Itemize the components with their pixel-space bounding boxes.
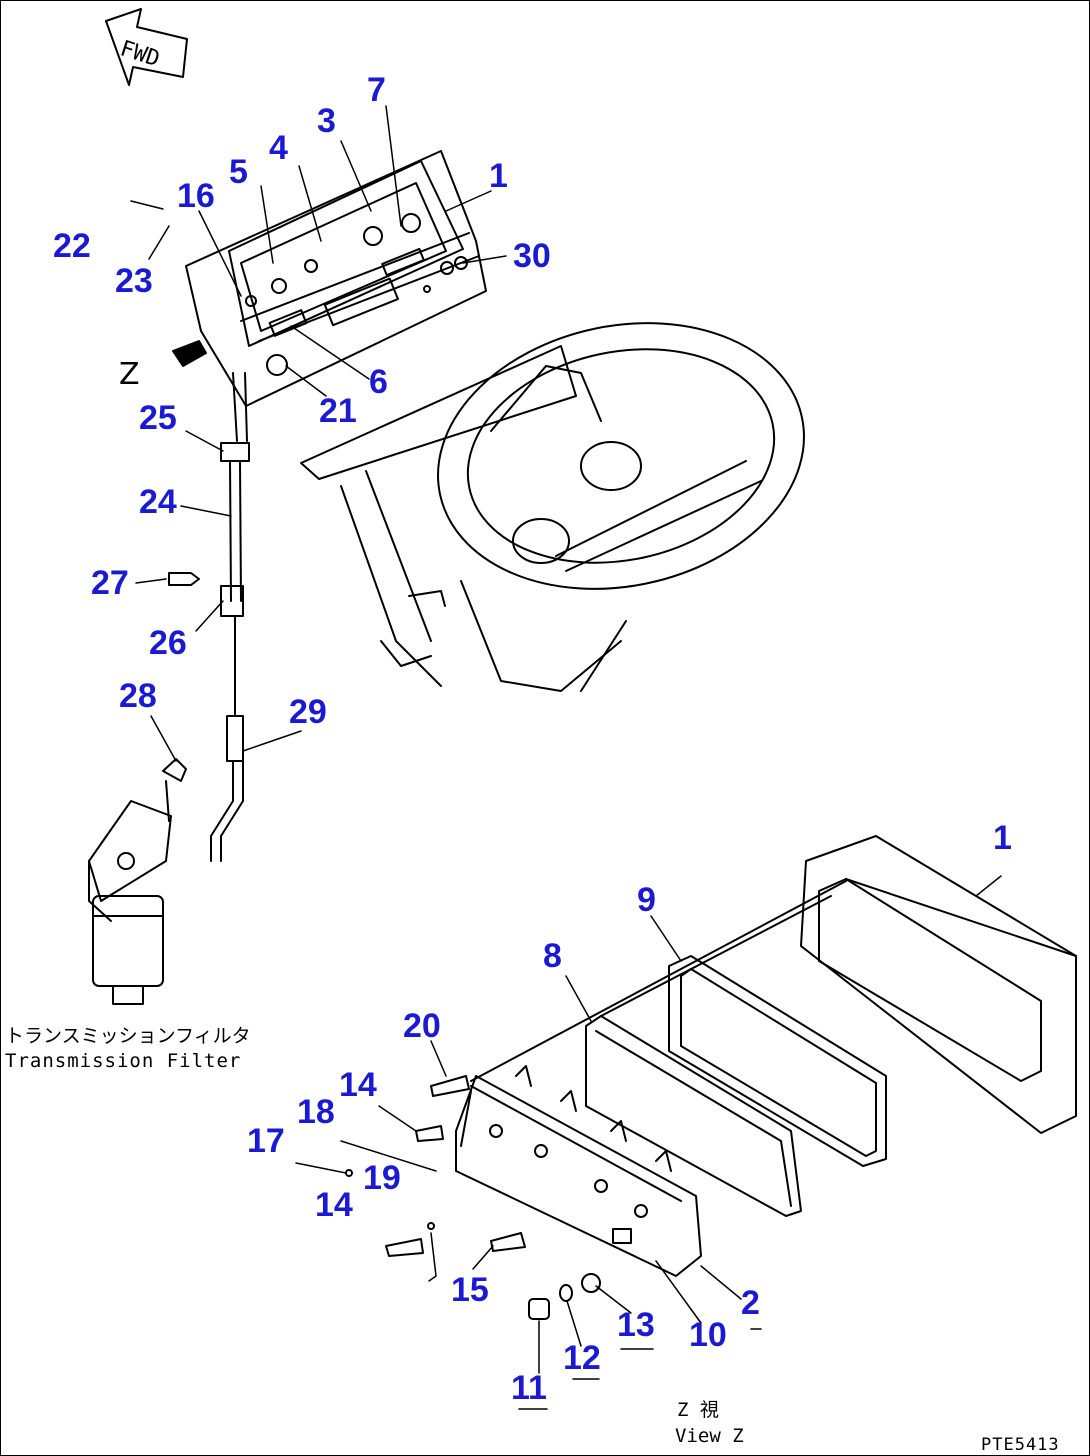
- callout-10: 10: [689, 1316, 727, 1354]
- transmission-filter: [88, 780, 172, 1005]
- callout-21: 21: [319, 392, 357, 430]
- callout-28: 28: [119, 677, 157, 715]
- dashboard-panel: [185, 150, 487, 407]
- callout-4: 4: [269, 129, 288, 167]
- drawing-code: PTE5413: [981, 1435, 1060, 1455]
- callout-13: 13: [617, 1306, 655, 1344]
- cable-assembly: [162, 372, 250, 862]
- callout-3: 3: [317, 102, 336, 140]
- callout-16: 16: [177, 177, 215, 215]
- meter-assembly-exploded: [345, 835, 1077, 1320]
- callout-17: 17: [247, 1122, 285, 1160]
- callout-24: 24: [139, 483, 177, 521]
- callout-19: 19: [363, 1159, 401, 1197]
- callout-23: 23: [115, 262, 153, 300]
- filter-caption-jp: トランスミッションフィルタ: [5, 1025, 251, 1047]
- callout-14-lower: 14: [315, 1186, 353, 1224]
- callout-2: 2: [741, 1284, 760, 1322]
- callout-8: 8: [543, 937, 562, 975]
- callout-1-top: 1: [489, 157, 508, 195]
- leader-lines: [130, 105, 1002, 1410]
- callout-12: 12: [563, 1339, 601, 1377]
- callout-18: 18: [297, 1093, 335, 1131]
- callout-30: 30: [513, 237, 551, 275]
- steering-wheel: [437, 322, 805, 692]
- callout-22: 22: [53, 227, 91, 265]
- callout-14-upper: 14: [339, 1066, 377, 1104]
- callout-29: 29: [289, 693, 327, 731]
- fwd-text: FWD: [117, 36, 163, 72]
- callout-26: 26: [149, 624, 187, 662]
- view-z-marker: Z: [119, 357, 140, 392]
- callout-20: 20: [403, 1007, 441, 1045]
- view-caption-jp: Z 視: [677, 1399, 719, 1421]
- callout-9: 9: [637, 881, 656, 919]
- view-caption-en: View Z: [675, 1425, 744, 1447]
- view-arrow-icon: [172, 340, 207, 367]
- callout-6: 6: [369, 363, 388, 401]
- callout-5: 5: [229, 153, 248, 191]
- filter-caption-en: Transmission Filter: [5, 1050, 242, 1072]
- fwd-arrow-icon: FWD: [105, 8, 188, 86]
- steering-column: [300, 345, 577, 687]
- callout-11: 11: [511, 1369, 547, 1407]
- callout-15: 15: [451, 1271, 489, 1309]
- callout-1-lower: 1: [993, 819, 1012, 857]
- callout-25: 25: [139, 399, 177, 437]
- callout-27: 27: [91, 564, 129, 602]
- callout-7: 7: [367, 71, 386, 109]
